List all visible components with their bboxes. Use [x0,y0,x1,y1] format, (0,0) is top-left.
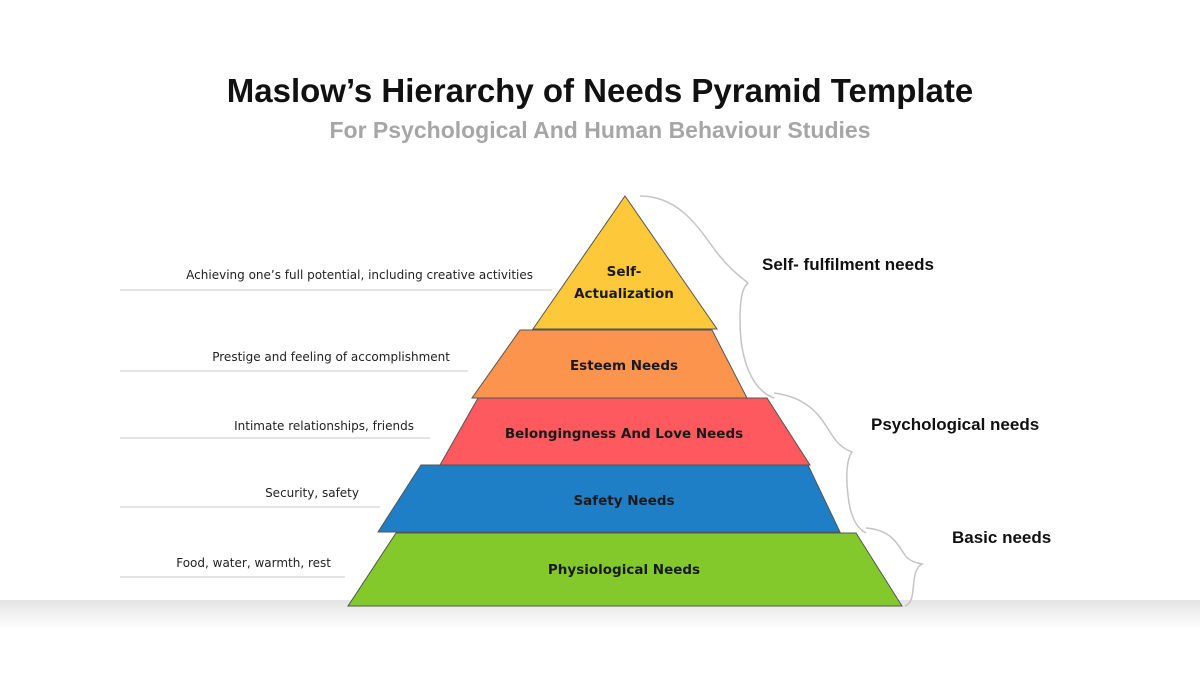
brace-basic [865,527,925,607]
description-4: Food, water, warmth, rest [176,556,331,570]
brace-psychological [773,392,867,534]
level-label-self-actualization-line1: Self- [607,264,642,280]
level-label-belongingness: Belongingness And Love Needs [505,426,743,442]
level-esteem [471,329,748,399]
level-label-safety: Safety Needs [573,493,674,509]
description-2: Intimate relationships, friends [234,419,414,433]
level-self-actualization [532,195,718,330]
description-3: Security, safety [265,486,359,500]
description-0: Achieving one’s full potential, includin… [186,268,533,282]
page-subtitle: For Psychological And Human Behaviour St… [329,117,871,143]
group-label-psychological: Psychological needs [871,415,1039,434]
brace-self-fulfilment [639,195,775,399]
level-label-esteem: Esteem Needs [570,358,678,374]
level-label-physiological: Physiological Needs [548,562,700,578]
group-label-self-fulfilment: Self- fulfilment needs [762,255,934,274]
description-lines [120,289,552,578]
level-belongingness [439,397,811,466]
group-label-basic: Basic needs [952,528,1051,547]
level-physiological [347,532,903,607]
page-title: Maslow’s Hierarchy of Needs Pyramid Temp… [226,72,974,109]
level-label-self-actualization-line2: Actualization [574,286,674,302]
description-1: Prestige and feeling of accomplishment [212,350,450,364]
